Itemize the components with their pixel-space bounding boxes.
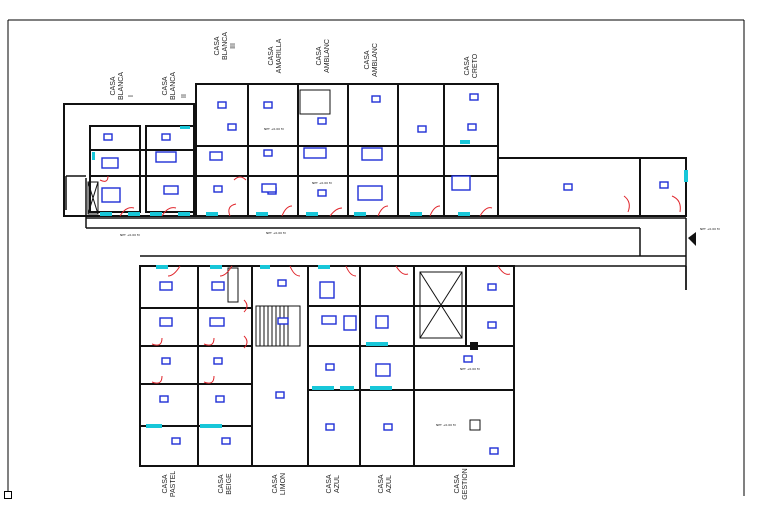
- level-tag: NPT +0.00 M: [120, 233, 140, 237]
- doors: [99, 175, 681, 384]
- zone-suffix: I: [128, 95, 135, 97]
- zone-label-casa-creto: CASA CRETO: [464, 53, 479, 79]
- stair-and-shafts: [87, 89, 481, 431]
- zone-label-casa-amarilla: CASA AMARILLA: [268, 38, 283, 74]
- furniture: [101, 93, 669, 455]
- level-tags: NPT +0.00 M NPT +0.00 M NPT +0.00 M NPT …: [120, 127, 720, 427]
- zone-label-casa-blanca-3: CASA BLANCA: [214, 32, 229, 61]
- column-mark: [470, 342, 478, 350]
- zone-suffix: II: [181, 94, 188, 98]
- lower-block-walls: [139, 265, 515, 467]
- corridor: [65, 175, 687, 290]
- level-tag: NPT +0.00 M: [264, 127, 284, 131]
- zone-suffix: III: [230, 43, 237, 49]
- level-tag: NPT +0.00 M: [266, 231, 286, 235]
- level-arrow: [688, 232, 696, 246]
- level-tag: NPT +0.00 M: [436, 423, 456, 427]
- zone-label-casa-gestion: CASA GESTION: [454, 468, 469, 500]
- zone-label-casa-azul-1: CASA AZUL: [326, 474, 341, 494]
- zone-label-casa-pastel: CASA PASTEL: [162, 470, 177, 498]
- zone-label-casa-amblanc-1: CASA AMBLANC: [316, 39, 331, 73]
- level-tag: NPT +0.00 M: [700, 227, 720, 231]
- zone-label-casa-beige: CASA BEIGE: [218, 473, 233, 495]
- zone-label-casa-amblanc-2: CASA AMBLANC: [364, 43, 379, 77]
- zone-label-casa-azul-2: CASA AZUL: [378, 474, 393, 494]
- windows: [92, 126, 688, 428]
- zone-label-casa-limon: CASA LIMON: [272, 472, 287, 496]
- corner-marker: [4, 491, 12, 499]
- zone-label-casa-blanca-2: CASA BLANCA: [162, 72, 177, 101]
- level-tag: NPT +0.00 M: [312, 181, 332, 185]
- zone-label-casa-blanca-1: CASA BLANCA: [110, 72, 125, 101]
- level-tag: NPT +0.00 M: [460, 367, 480, 371]
